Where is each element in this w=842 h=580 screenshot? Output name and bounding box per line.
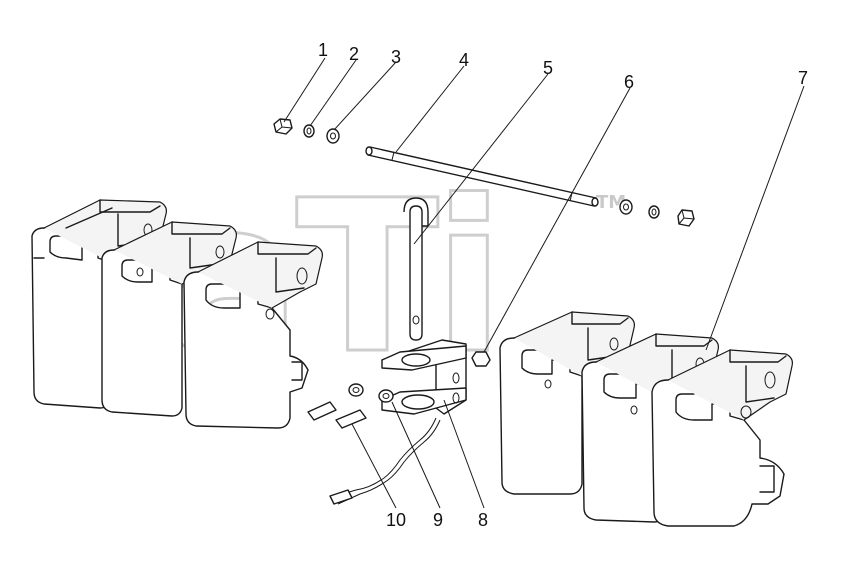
left-weight-stack: [31, 199, 323, 429]
callout-8: 8: [478, 510, 488, 530]
callout-6: 6: [624, 72, 634, 92]
washer-9: [378, 389, 394, 403]
callouts: 1 2 3 4 5 6 7 8 9 10: [283, 40, 808, 530]
hardware-top: [273, 118, 695, 227]
callout-2: 2: [349, 44, 359, 64]
callout-7: 7: [798, 68, 808, 88]
callout-9: 9: [433, 510, 443, 530]
flat-washer-3: [326, 128, 340, 144]
callout-1: 1: [318, 40, 328, 60]
threaded-rod-4: [365, 146, 599, 207]
watermark-tm: TM: [596, 192, 626, 213]
right-weight-stack: [499, 311, 793, 527]
weight-right-2: [581, 333, 719, 523]
weight-left-3: [183, 241, 323, 429]
callout-10: 10: [386, 510, 406, 530]
spring-washer-2: [303, 124, 315, 138]
spring-washer-right: [648, 205, 660, 219]
lock-pin-10: [307, 401, 337, 421]
bracket-assembly: [307, 197, 491, 505]
nut-6: [471, 351, 491, 367]
callout-4: 4: [459, 50, 469, 70]
callout-3: 3: [391, 47, 401, 67]
callout-5: 5: [543, 58, 553, 78]
weight-right-3: [651, 349, 793, 527]
flat-washer-right: [619, 199, 633, 215]
